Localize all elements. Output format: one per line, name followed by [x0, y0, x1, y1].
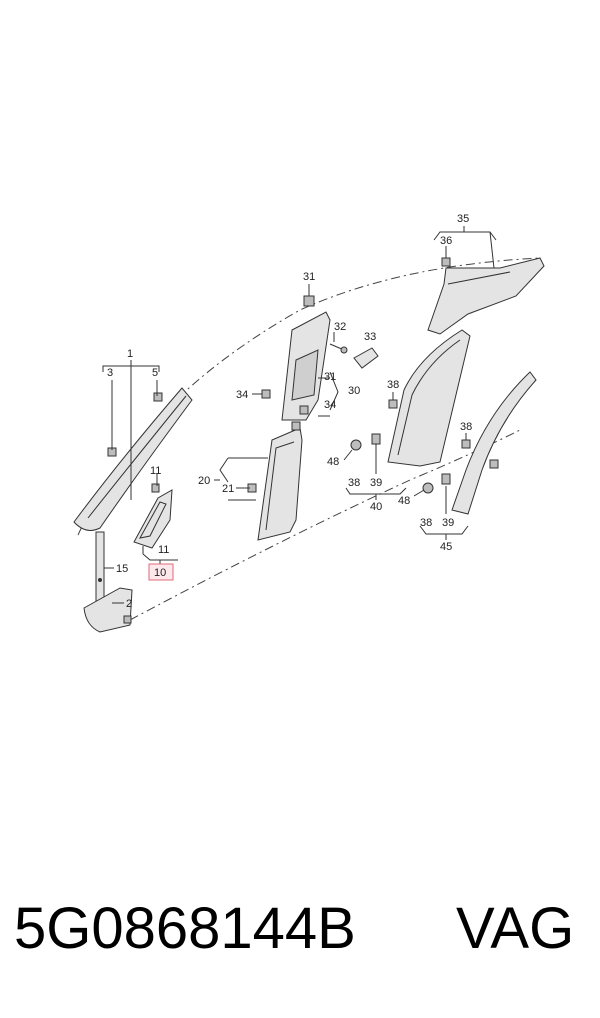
label-38-c: 38 — [387, 379, 399, 391]
label-40: 40 — [370, 501, 382, 513]
label-10: 10 — [154, 567, 166, 579]
label-11-top: 11 — [150, 465, 161, 477]
leader-lines — [102, 226, 497, 604]
label-38-d: 38 — [460, 421, 472, 433]
label-38-c2: 38 — [348, 477, 360, 489]
highlight-box — [148, 563, 174, 581]
label-2: 2 — [126, 598, 132, 610]
label-45: 45 — [440, 541, 452, 553]
vehicle-outline — [77, 257, 541, 536]
label-39-c: 39 — [370, 477, 382, 489]
label-15: 15 — [116, 563, 128, 575]
label-38-d2: 38 — [420, 517, 432, 529]
label-20: 20 — [198, 475, 210, 487]
a-pillar-trim — [73, 387, 193, 531]
footer: 5G0868144B VAG — [0, 895, 600, 975]
label-36: 36 — [440, 235, 452, 247]
label-34-left: 34 — [236, 389, 248, 401]
rear-upper-trim — [427, 257, 545, 335]
label-35: 35 — [457, 213, 469, 225]
label-32: 32 — [334, 321, 346, 333]
label-31-right: 31 — [324, 371, 336, 383]
brand-label: VAG — [456, 896, 575, 961]
cap-33 — [353, 347, 379, 369]
label-3: 3 — [107, 367, 113, 379]
label-31-top: 31 — [303, 271, 315, 283]
label-48-c: 48 — [327, 456, 339, 468]
d-pillar-trim — [451, 371, 537, 515]
speaker-cover-10 — [133, 489, 173, 549]
sill-trim-2 — [83, 587, 133, 633]
clip-5 — [153, 392, 163, 402]
label-5: 5 — [152, 367, 158, 379]
c-pillar-trim — [387, 329, 471, 467]
label-21: 21 — [222, 483, 234, 495]
b-pillar-lower-trim — [257, 427, 303, 541]
part-number: 5G0868144B — [14, 896, 356, 961]
label-39-d: 39 — [442, 517, 454, 529]
label-33: 33 — [364, 331, 376, 343]
label-1: 1 — [127, 348, 133, 360]
label-30: 30 — [348, 385, 360, 397]
label-11-bottom: 11 — [158, 544, 169, 556]
vehicle-outline-lower — [129, 429, 521, 621]
label-48-d: 48 — [398, 495, 410, 507]
label-34-right: 34 — [324, 399, 336, 411]
